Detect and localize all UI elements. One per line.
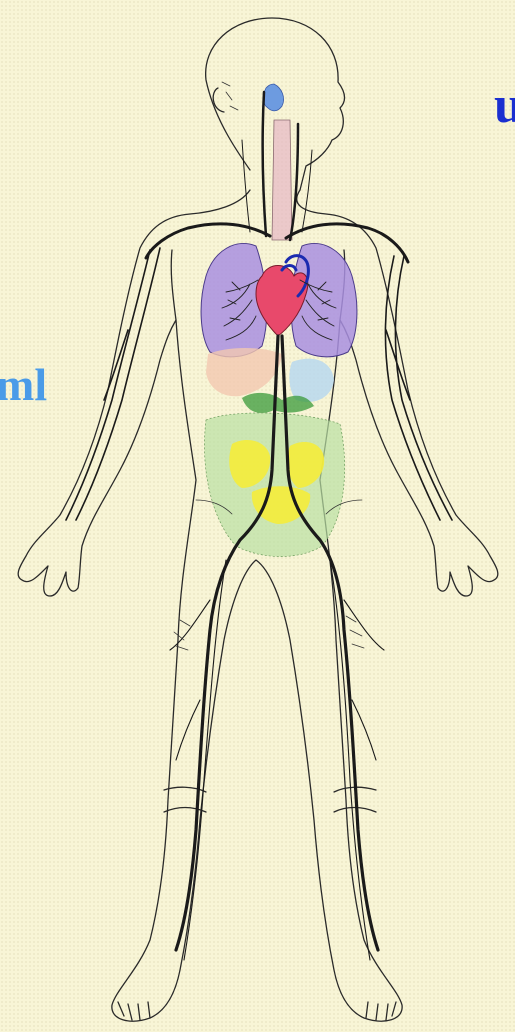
trachea — [272, 120, 292, 240]
right-toes — [366, 1002, 396, 1020]
label-right-partial: u — [494, 80, 515, 132]
brain-gland — [263, 84, 283, 111]
stomach — [289, 359, 334, 402]
right-arm-vessel — [385, 256, 452, 520]
organs — [201, 84, 357, 557]
left-toes — [118, 1002, 150, 1020]
liver — [206, 348, 282, 396]
label-left-partial: ml — [0, 362, 47, 408]
left-arm-inner — [171, 250, 176, 320]
left-arm-vessel — [66, 248, 160, 520]
